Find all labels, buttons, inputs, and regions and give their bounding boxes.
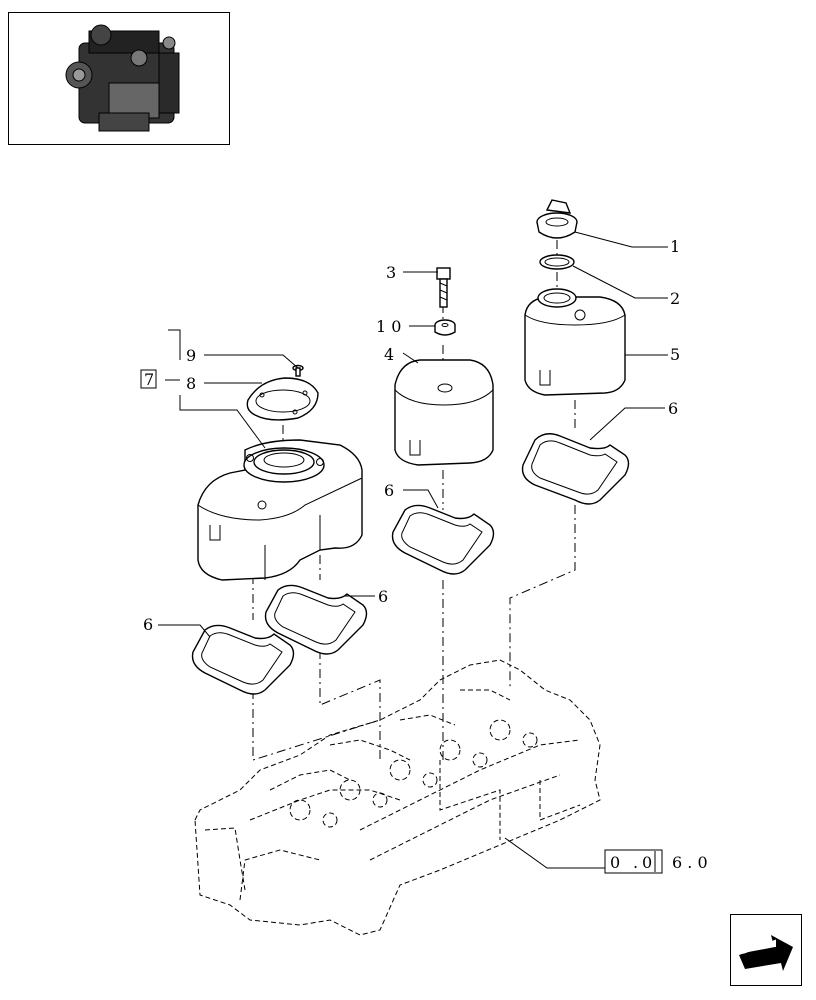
callout-9: 9 <box>186 346 196 365</box>
callout-6-middle: 6 <box>384 481 394 500</box>
callout-2: 2 <box>670 289 680 308</box>
page-reference: 0 . 0 6 . 0 <box>604 849 708 874</box>
part-1-filler-cap <box>536 199 578 239</box>
page-reference-digit-1: 0 <box>610 853 620 872</box>
part-6-gasket-middle <box>391 504 495 575</box>
callout-5: 5 <box>670 345 680 364</box>
callout-10: 1 0 <box>376 317 401 336</box>
part-10-washer <box>434 319 456 336</box>
part-6-gasket-left-lower <box>191 624 295 695</box>
engine-thumbnail-icon <box>65 24 180 132</box>
callout-3: 3 <box>386 263 396 282</box>
page-reference-rest: 6 . 0 <box>672 853 708 872</box>
callout-4: 4 <box>384 345 394 364</box>
page-reference-digit-2: 0 <box>642 853 652 872</box>
callout-6-left-upper: 6 <box>378 587 388 606</box>
part-4-rocker-cover <box>394 359 494 466</box>
part-6-gasket-left-upper <box>264 584 368 655</box>
part-5-rocker-cover <box>524 288 626 396</box>
cylinder-head <box>194 659 601 936</box>
part-3-screw <box>436 267 451 308</box>
next-page-arrow-icon <box>739 935 793 971</box>
part-2-seal-ring <box>539 254 575 270</box>
engine-thumbnail <box>8 12 230 145</box>
callout-6-left-lower: 6 <box>143 615 153 634</box>
part-6-gasket-right <box>521 433 630 505</box>
part-9-screw <box>292 364 304 377</box>
part-7-rocker-cover-assembly <box>197 439 363 581</box>
leader-lines <box>158 231 668 869</box>
callout-8: 8 <box>186 374 196 393</box>
next-page-button[interactable] <box>730 914 802 986</box>
page-reference-separator: . <box>633 853 638 872</box>
part-8-breather-seal <box>246 377 319 421</box>
callout-1: 1 <box>670 237 680 256</box>
callout-7-box <box>140 369 157 389</box>
callout-6-right: 6 <box>668 399 678 418</box>
callout-7: 7 <box>144 370 154 389</box>
